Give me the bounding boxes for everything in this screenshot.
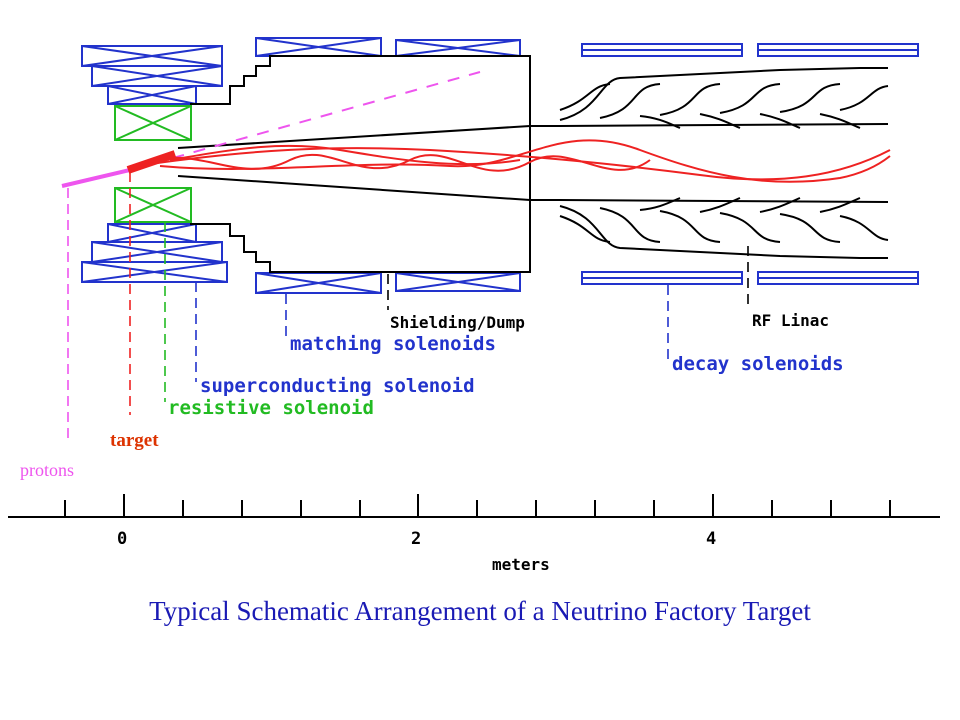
upper-resistive-coil xyxy=(114,105,192,141)
shielding-dump-label: Shielding/Dump xyxy=(390,313,525,332)
matching-solenoid-coils xyxy=(255,37,521,294)
axis-tick-4: 4 xyxy=(706,529,716,549)
figure-caption: Typical Schematic Arrangement of a Neutr… xyxy=(149,596,811,626)
protons-label: protons xyxy=(20,460,74,480)
axis-label: meters xyxy=(492,555,550,574)
resistive-solenoid-label: resistive solenoid xyxy=(168,397,374,419)
lower-coil-stack xyxy=(81,223,228,283)
superconducting-solenoid-label: superconducting solenoid xyxy=(200,375,475,397)
meters-axis xyxy=(8,494,940,518)
proton-beam xyxy=(61,71,481,188)
matching-solenoids-label: matching solenoids xyxy=(290,333,496,355)
particle-trajectories xyxy=(149,139,891,183)
rf-linac-label: RF Linac xyxy=(752,311,829,330)
decay-solenoid-coils xyxy=(581,43,919,285)
axis-tick-0: 0 xyxy=(117,529,127,549)
upper-coil-stack xyxy=(81,45,223,105)
axis-tick-2: 2 xyxy=(411,529,421,549)
shielding-outline xyxy=(177,55,560,273)
target-label: target xyxy=(110,430,159,451)
lower-resistive-coil xyxy=(114,187,192,223)
rf-cavities xyxy=(559,67,889,259)
decay-solenoids-label: decay solenoids xyxy=(672,353,844,375)
leader-lines xyxy=(67,172,749,442)
